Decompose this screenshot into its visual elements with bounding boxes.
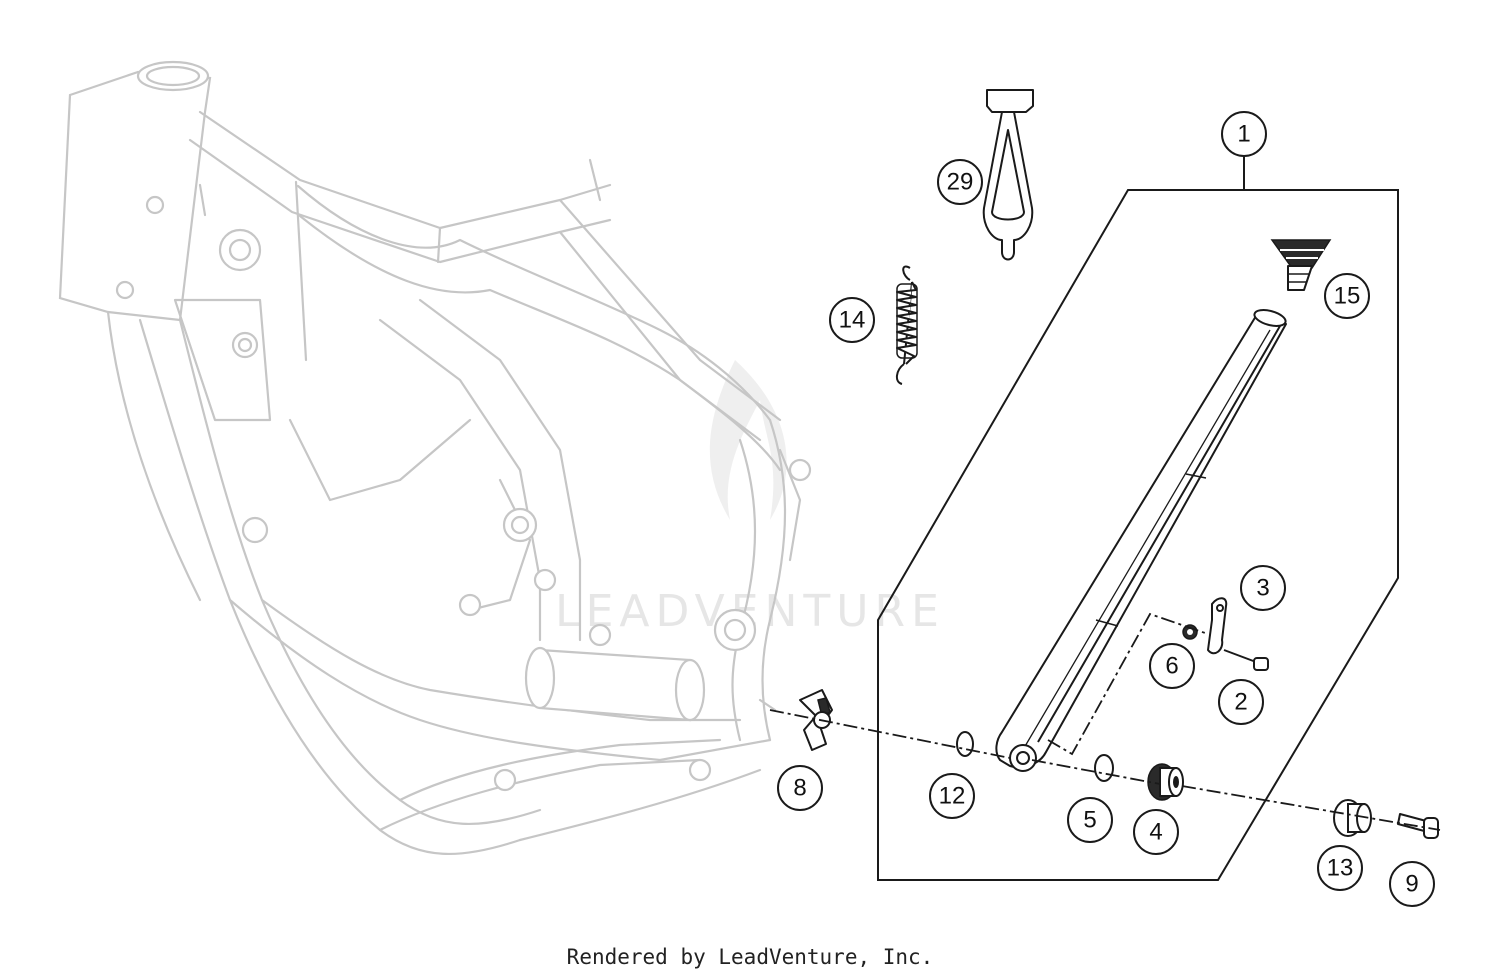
callout-15: 15 (1324, 273, 1370, 319)
leader-lines (769, 612, 1441, 831)
callout-6-label: 6 (1165, 653, 1178, 680)
callout-13: 13 (1317, 845, 1363, 891)
callout-29-label: 29 (947, 169, 974, 196)
part-1-side-stand (995, 309, 1287, 772)
part-5-ring (1094, 754, 1114, 782)
callout-2: 2 (1218, 679, 1264, 725)
callout-4: 4 (1133, 809, 1179, 855)
callout-3: 3 (1240, 565, 1286, 611)
motorcycle-frame (58, 60, 812, 856)
part-9-bolt (1397, 813, 1439, 839)
callout-12-label: 12 (939, 783, 966, 810)
callout-15-label: 15 (1334, 283, 1361, 310)
part-12-ring (956, 731, 974, 757)
callout-8: 8 (777, 765, 823, 811)
part-13-bushing (1333, 799, 1372, 837)
callout-9: 9 (1389, 861, 1435, 907)
watermark-logo (709, 360, 787, 520)
callout-5: 5 (1067, 797, 1113, 843)
callout-6: 6 (1149, 643, 1195, 689)
callout-1-label: 1 (1237, 121, 1250, 148)
part-14-spring (896, 265, 918, 385)
callout-12: 12 (929, 773, 975, 819)
callout-8-label: 8 (793, 775, 806, 802)
callout-14-label: 14 (839, 307, 866, 334)
callout-13-label: 13 (1327, 855, 1354, 882)
callout-5-label: 5 (1083, 807, 1096, 834)
callout-14: 14 (829, 297, 875, 343)
callout-29: 29 (937, 159, 983, 205)
part-29-tool (982, 89, 1034, 261)
part-4-bushing (1147, 763, 1184, 801)
side-stand-assembly-box (877, 156, 1399, 881)
callout-1: 1 (1221, 111, 1267, 157)
part-3-bracket (1207, 597, 1228, 655)
callout-4-label: 4 (1149, 819, 1162, 846)
part-8-wing (799, 689, 833, 751)
callout-9-label: 9 (1405, 871, 1418, 898)
part-15-foot (1270, 239, 1332, 291)
callout-3-label: 3 (1256, 575, 1269, 602)
part-2-screw (1223, 649, 1269, 671)
footer-credit: Rendered by LeadVenture, Inc. (566, 945, 934, 969)
callout-2-label: 2 (1234, 689, 1247, 716)
